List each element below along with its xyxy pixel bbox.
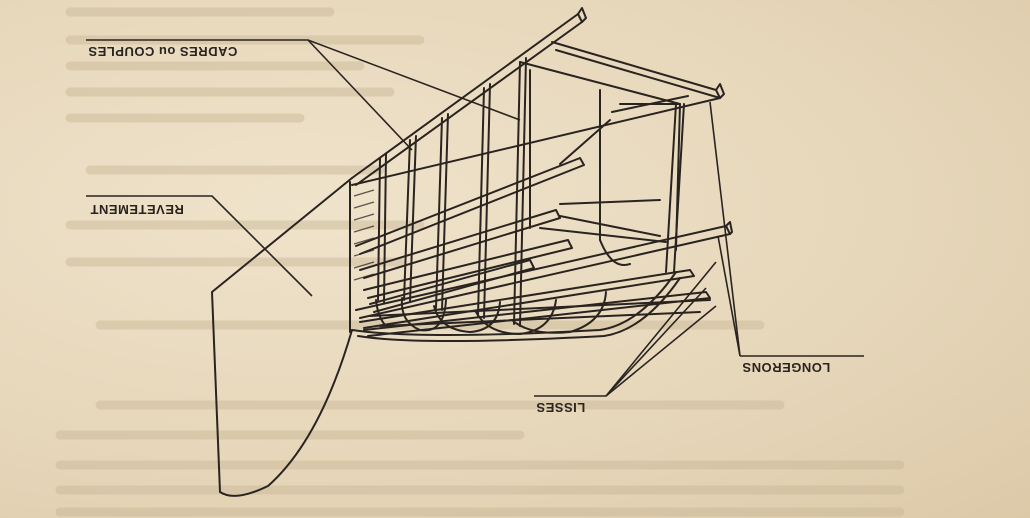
- top-longeron-right: [551, 41, 721, 99]
- leader-cadres-2: [307, 39, 413, 151]
- leader-lisses-2: [605, 287, 707, 397]
- frame-post: [403, 139, 411, 301]
- skin-outline: [211, 177, 353, 497]
- leader-longerons-2: [709, 101, 741, 357]
- label-lisses: LISSES: [536, 400, 586, 415]
- stringer: [355, 225, 731, 319]
- hatch-shading: [353, 189, 375, 281]
- leader-longerons-3: [717, 235, 741, 357]
- frame-post: [665, 103, 677, 273]
- stringer: [369, 259, 535, 313]
- stringer: [359, 269, 695, 329]
- stringer: [359, 209, 561, 279]
- label-longerons: LONGERONS: [742, 360, 831, 375]
- frame-post: [377, 157, 381, 301]
- stringer: [355, 157, 585, 255]
- bottom-frame: [599, 239, 631, 266]
- label-cadres-ou-couples: CADRES ou COUPLES: [88, 44, 238, 59]
- frame-post: [477, 87, 485, 317]
- bottom-longeron: [351, 271, 677, 336]
- top-longeron: [351, 13, 583, 186]
- stringer: [363, 239, 573, 299]
- frame-post: [513, 61, 521, 325]
- leader-revetement: [86, 195, 313, 297]
- stringer: [363, 291, 711, 337]
- label-revetement: REVETEMENT: [90, 202, 184, 217]
- leader-lisses-3: [605, 305, 717, 397]
